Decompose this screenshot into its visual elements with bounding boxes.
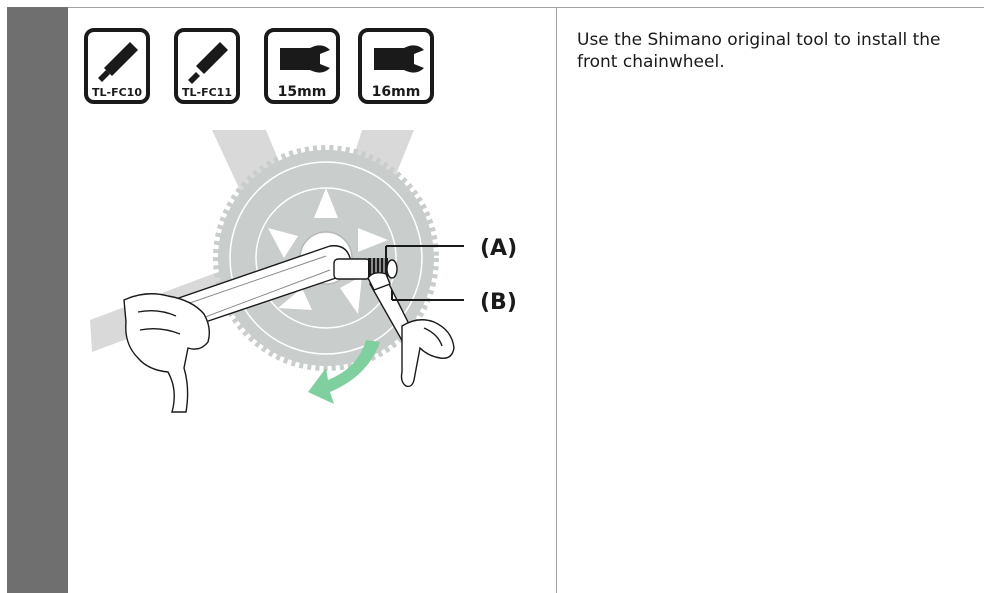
instruction-text: Use the Shimano original tool to install… [577, 30, 941, 72]
column-divider [556, 7, 557, 593]
crank-tool-icon [188, 42, 228, 84]
callout-label-a: (A) [480, 236, 517, 261]
tool-badge-tl-fc10: TL-FC10 [84, 28, 150, 104]
tool-badge-tl-fc11: TL-FC11 [174, 28, 240, 104]
right-hand [400, 319, 455, 388]
tool-badge-15mm: 15mm [264, 28, 340, 104]
rotation-arrow [308, 340, 380, 404]
left-hand [123, 293, 211, 413]
tool-badge-16mm: 16mm [358, 28, 434, 104]
page-side-bar [7, 7, 68, 593]
installation-figure: (A) (B) TL-FC10 TL-FC11 [68, 8, 556, 593]
wrench-icon [374, 45, 424, 73]
top-divider [68, 7, 984, 8]
tool-label-15mm: 15mm [278, 84, 327, 100]
tool-label-tl-fc11: TL-FC11 [182, 86, 232, 99]
wrench-icon [280, 45, 330, 73]
crank-tool-icon [98, 42, 138, 82]
tool-label-tl-fc10: TL-FC10 [92, 86, 142, 99]
callout-label-b: (B) [480, 290, 517, 315]
tool-label-16mm: 16mm [372, 84, 421, 100]
